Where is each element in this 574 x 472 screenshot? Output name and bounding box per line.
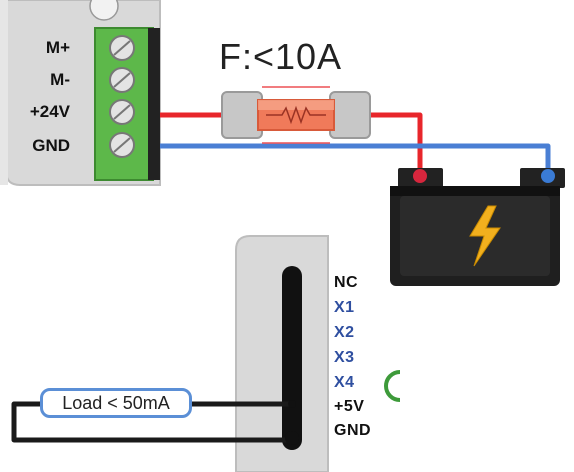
negative-wire <box>160 143 551 180</box>
terminal-label-gnd: GND <box>32 136 70 155</box>
pin-label-x1: X1 <box>334 299 355 316</box>
pin-label-gnd: GND <box>334 422 372 439</box>
terminal-label-24v: +24V <box>29 102 70 121</box>
screw-terminal <box>109 99 135 125</box>
screw-terminal <box>109 132 135 158</box>
io-module-housing <box>235 235 329 472</box>
pin-label-x3: X3 <box>334 349 355 366</box>
screw-terminal <box>109 35 135 61</box>
battery <box>390 168 565 286</box>
pin-label-x4: X4 <box>334 374 355 391</box>
fuse-rating-label: F:<10A <box>219 36 343 77</box>
power-terminal-block <box>94 27 160 181</box>
pin-label-nc: NC <box>334 274 359 291</box>
pin-label-x2: X2 <box>334 324 355 341</box>
fuse <box>221 86 371 144</box>
screw-terminal <box>109 67 135 93</box>
lightning-bolt-icon <box>469 205 501 267</box>
connector-indicator <box>384 370 401 402</box>
positive-wire <box>160 112 423 180</box>
terminal-label-m-minus: M- <box>50 70 70 89</box>
pin-label-5v: +5V <box>334 398 365 415</box>
terminal-label-m-plus: M+ <box>45 38 70 57</box>
load-label: Load < 50mA <box>40 388 192 418</box>
